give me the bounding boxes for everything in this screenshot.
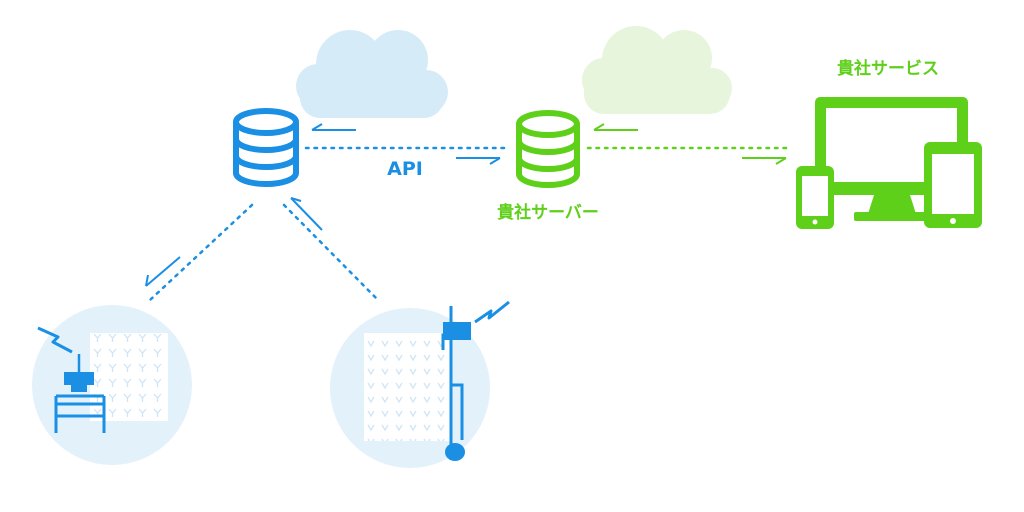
sensor-connections bbox=[145, 197, 380, 302]
platform-cloud-icon bbox=[296, 30, 448, 118]
server-label: 貴社サーバー bbox=[497, 202, 599, 223]
field-sensor-right bbox=[330, 300, 510, 468]
field-sensor-left bbox=[32, 305, 192, 465]
arrow-down-left-icon bbox=[145, 256, 181, 287]
arrow-right-icon bbox=[742, 157, 787, 165]
devices-icon bbox=[796, 97, 982, 229]
server-database-icon bbox=[516, 110, 580, 188]
arrow-right-icon bbox=[456, 157, 501, 165]
service-connection bbox=[586, 123, 794, 165]
arrow-left-icon bbox=[593, 123, 638, 131]
arrow-left-icon bbox=[311, 123, 356, 131]
arrow-up-left-icon bbox=[290, 197, 323, 231]
signal-icon bbox=[37, 326, 73, 354]
platform-database-icon bbox=[233, 108, 299, 187]
api-label: API bbox=[387, 158, 423, 180]
server-cloud-icon bbox=[582, 26, 732, 114]
api-connection bbox=[304, 123, 512, 165]
service-label: 貴社サービス bbox=[837, 58, 939, 79]
signal-icon bbox=[474, 300, 510, 324]
